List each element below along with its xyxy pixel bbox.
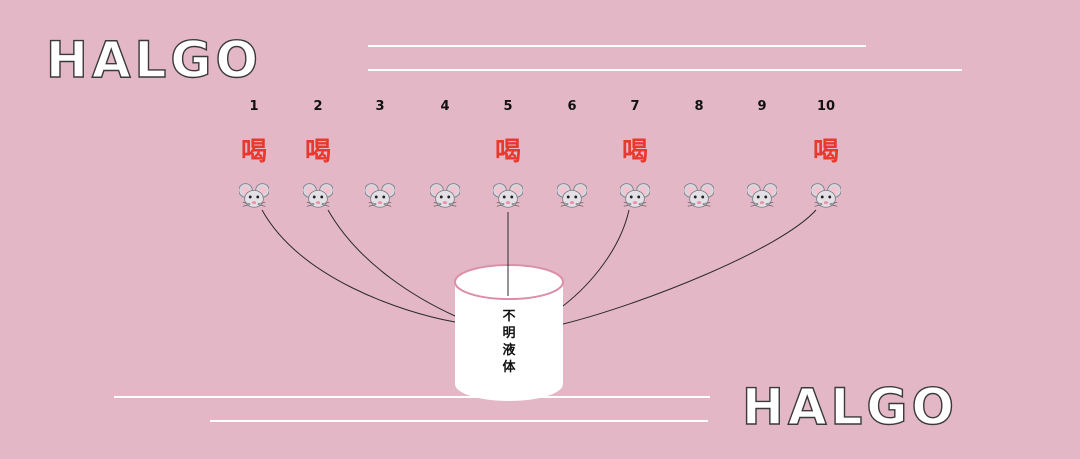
bottle-label-char: 液: [502, 342, 515, 358]
connector-line-2: [327, 209, 456, 317]
position-number-4: 4: [440, 99, 449, 114]
drink-label-1: 喝: [241, 137, 267, 167]
bottle-body: [455, 282, 563, 401]
mouse-face-icon: [811, 183, 841, 208]
mouse-face-icon: [747, 183, 777, 208]
drink-label-7: 喝: [622, 137, 648, 167]
position-number-2: 2: [313, 99, 322, 114]
connector-lines: [261, 209, 817, 325]
bottle-label-char: 明: [502, 326, 515, 341]
bottle-label-char: 体: [502, 359, 516, 375]
drink-label-2: 喝: [305, 137, 331, 167]
logo-top-left: HALGO: [45, 30, 262, 89]
mouse-face-icon: [493, 183, 523, 208]
position-number-10: 10: [817, 99, 835, 114]
position-number-8: 8: [694, 99, 703, 114]
bottle-label-char: 不: [502, 309, 515, 324]
mice-row: [239, 183, 841, 208]
bottle-top: [454, 264, 564, 300]
position-number-3: 3: [375, 99, 384, 114]
mouse-face-icon: [365, 183, 395, 208]
mouse-face-icon: [620, 183, 650, 208]
position-numbers: 1 2 3 4 5 6 7 8 9 10: [249, 99, 835, 114]
connector-line-10: [562, 209, 817, 325]
mouse-face-icon: [430, 183, 460, 208]
drink-labels: 喝喝喝喝喝: [241, 137, 839, 167]
connector-line-1: [261, 209, 456, 323]
mouse-face-icon: [303, 183, 333, 208]
logo-text: HALGO: [742, 378, 958, 436]
mouse-face-icon: [684, 183, 714, 208]
mouse-face-icon: [239, 183, 269, 208]
position-number-7: 7: [630, 99, 639, 114]
mouse-face-icon: [557, 183, 587, 208]
drink-label-5: 喝: [495, 137, 521, 167]
position-number-6: 6: [567, 99, 576, 114]
connector-line-7: [562, 209, 630, 307]
logo-bottom-right: HALGO: [741, 377, 958, 436]
position-number-1: 1: [249, 99, 258, 114]
drink-label-10: 喝: [813, 137, 839, 167]
position-number-5: 5: [503, 99, 512, 114]
position-number-9: 9: [757, 99, 766, 114]
logo-text: HALGO: [46, 31, 262, 89]
